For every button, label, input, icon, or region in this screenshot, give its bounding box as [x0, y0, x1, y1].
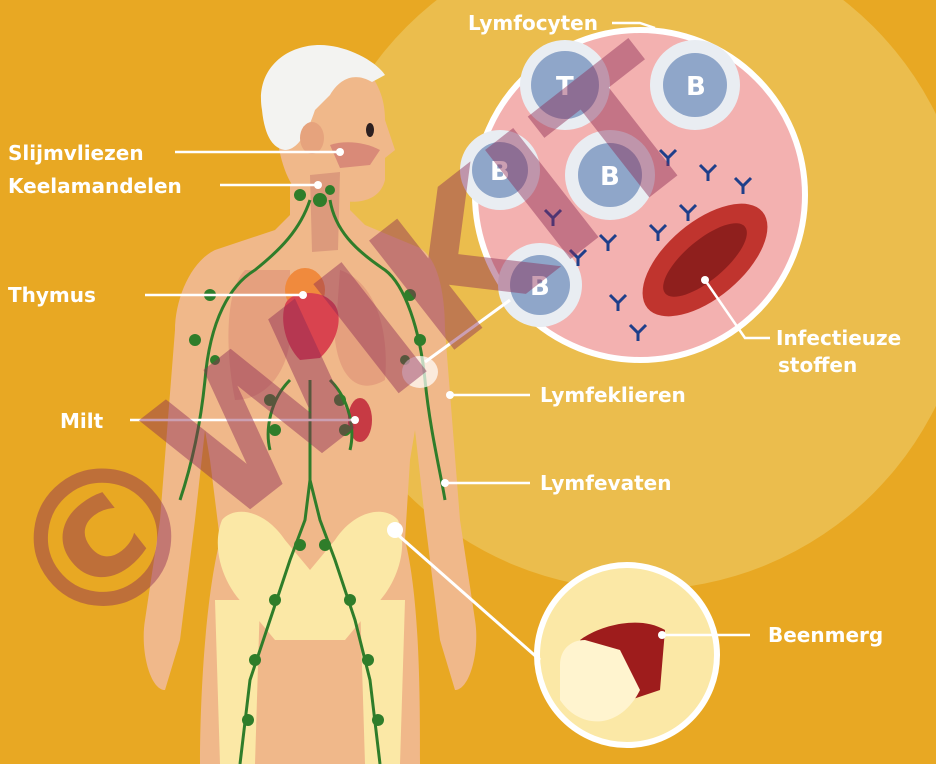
label-slijmvliezen: Slijmvliezen	[8, 141, 144, 165]
b-cell-letter: B	[686, 72, 706, 102]
femur-left	[215, 600, 260, 764]
label-beenmerg: Beenmerg	[768, 623, 883, 647]
label-infectieuze-line1: Infectieuze	[776, 326, 901, 350]
label-lymfevaten: Lymfevaten	[540, 471, 671, 495]
eye	[366, 123, 374, 137]
femur-right	[360, 600, 405, 764]
bone-marrow-zoom-circle	[537, 565, 717, 745]
label-lymfeklieren: Lymfeklieren	[540, 383, 686, 407]
label-infectieuze-line2: stoffen	[778, 353, 857, 377]
ear	[300, 122, 324, 154]
label-keelamandelen: Keelamandelen	[8, 174, 182, 198]
label-thymus: Thymus	[8, 283, 96, 307]
